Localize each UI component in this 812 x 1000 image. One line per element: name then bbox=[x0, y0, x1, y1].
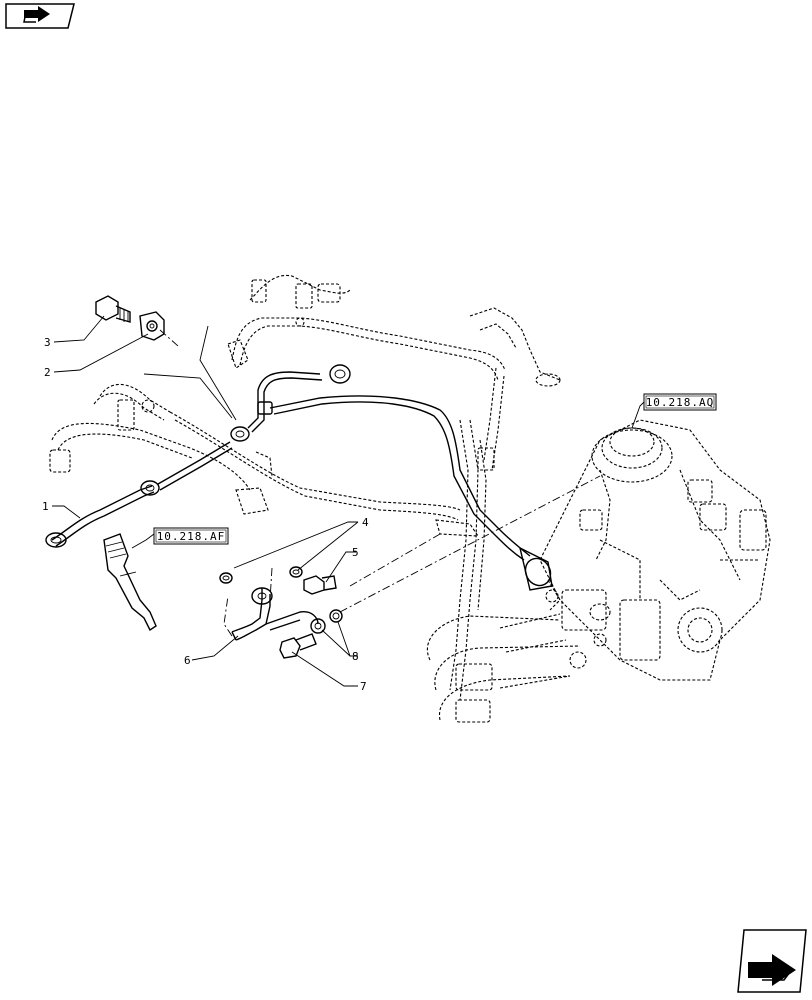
callout-6: 6 bbox=[184, 654, 191, 667]
callout-7: 7 bbox=[360, 680, 367, 693]
injector-reference-box[interactable]: 10.218.AF bbox=[153, 527, 229, 545]
injector-leak-pipe bbox=[45, 364, 553, 591]
nav-back-button[interactable] bbox=[5, 3, 75, 29]
callout-3: 3 bbox=[44, 336, 51, 349]
callout-8: 8 bbox=[352, 650, 359, 663]
bolt-7 bbox=[279, 633, 317, 659]
banjo-fitting-2 bbox=[139, 311, 165, 341]
background-pipework bbox=[49, 274, 581, 723]
leader-lines bbox=[52, 315, 645, 687]
injector-reference-text: 10.218.AF bbox=[157, 530, 226, 543]
washer-4 bbox=[219, 566, 303, 584]
nav-next-button[interactable] bbox=[737, 929, 807, 993]
callout-2: 2 bbox=[44, 366, 51, 379]
pump-reference-box[interactable]: 10.218.AQ bbox=[643, 393, 717, 411]
arrow-back-icon bbox=[23, 6, 50, 23]
banjo-bolt-3 bbox=[95, 295, 131, 323]
pump-reference-text: 10.218.AQ bbox=[646, 396, 715, 409]
callout-5: 5 bbox=[352, 546, 359, 559]
washer-8 bbox=[310, 609, 343, 634]
injection-pump bbox=[539, 419, 771, 681]
arrow-forward-icon bbox=[748, 954, 796, 986]
callout-1: 1 bbox=[42, 500, 49, 513]
callout-4: 4 bbox=[362, 516, 369, 529]
leak-off-pipe-6 bbox=[231, 587, 319, 641]
injector bbox=[103, 533, 157, 632]
bolt-5 bbox=[303, 575, 337, 595]
